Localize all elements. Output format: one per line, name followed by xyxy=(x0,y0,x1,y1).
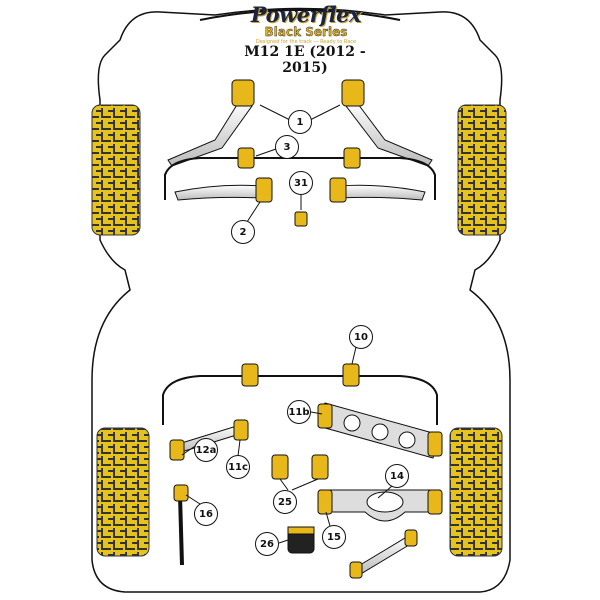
part-label-26[interactable]: 26 xyxy=(255,532,279,556)
tyre-rear-right xyxy=(449,427,503,557)
bush-3-left xyxy=(237,147,255,169)
logo-tagline: Designed for the track — Ready to Race xyxy=(255,39,357,45)
part-label-15[interactable]: 15 xyxy=(322,525,346,549)
logo-brand: Powerflex xyxy=(250,2,362,27)
bush-10-left xyxy=(241,363,259,387)
powerflex-logo: Powerflex Black Series Designed for the … xyxy=(236,4,376,46)
front-anti-roll-bar xyxy=(164,157,436,200)
bush-3-right xyxy=(343,147,361,169)
tyre-front-right xyxy=(457,104,507,236)
part-label-1[interactable]: 1 xyxy=(288,110,312,134)
tyre-front-left xyxy=(91,104,141,236)
bush-12a xyxy=(169,439,185,461)
bush-31 xyxy=(294,211,308,227)
bush-11b-right xyxy=(427,431,443,457)
bush-16 xyxy=(173,484,189,502)
bush-10-right xyxy=(342,363,360,387)
bush-25-right xyxy=(311,454,329,480)
front-lower-arm-left xyxy=(174,184,263,201)
part-label-31[interactable]: 31 xyxy=(289,171,313,195)
rear-anti-roll-bar xyxy=(162,375,438,425)
part-label-16[interactable]: 16 xyxy=(194,502,218,526)
rear-rod-16 xyxy=(178,494,184,566)
part-label-25[interactable]: 25 xyxy=(273,490,297,514)
part-label-12a[interactable]: 12a xyxy=(194,438,218,462)
part-label-11c[interactable]: 11c xyxy=(226,455,250,479)
bush-2-right xyxy=(329,177,347,203)
hood-line xyxy=(199,9,401,21)
bush-1-left xyxy=(231,79,255,107)
leader-lines xyxy=(181,104,393,544)
bush-1-right xyxy=(341,79,365,107)
tyre-rear-left xyxy=(96,427,150,557)
bush-15-left xyxy=(317,489,333,515)
part-label-11b[interactable]: 11b xyxy=(287,400,311,424)
car-body-outline xyxy=(91,7,511,593)
logo-series: Black Series xyxy=(264,25,348,39)
bush-11c xyxy=(233,419,249,441)
part-label-14[interactable]: 14 xyxy=(385,464,409,488)
front-lower-arm-right xyxy=(337,184,426,201)
diagram-title: M12 1E (2012 - 2015) xyxy=(244,44,366,76)
part-label-3[interactable]: 3 xyxy=(275,135,299,159)
part-label-2[interactable]: 2 xyxy=(231,220,255,244)
bush-15-right xyxy=(427,489,443,515)
bush-2-left xyxy=(255,177,273,203)
bush-25-left xyxy=(271,454,289,480)
bush-11b-left xyxy=(317,403,333,429)
part-label-10[interactable]: 10 xyxy=(349,325,373,349)
